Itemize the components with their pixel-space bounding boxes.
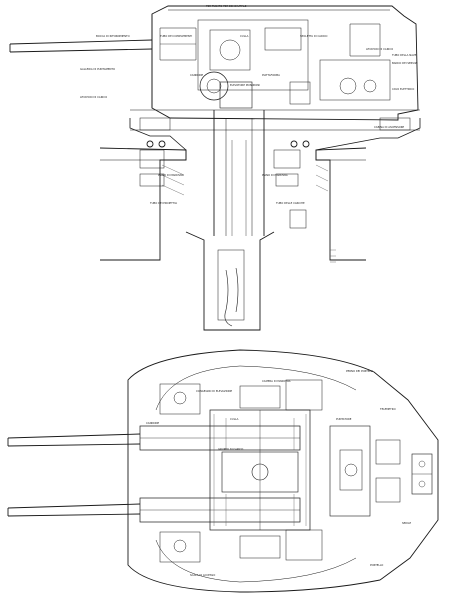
label-upper-left: BOCCA DI RIFORNIMENTO [96,34,130,38]
label-plan-mid-1: CULLA [230,417,239,421]
turret-icon [151,5,419,121]
label-plan-mid-2: GRUPPO DI CARICO [218,447,243,451]
label-mid-1: CANNONE [190,73,203,77]
plan-labels: PERNO DEI PORTELLI CAMERA DI MANOVRA CON… [146,369,411,577]
label-upper-right-1: SPOLETTA DI CARICO [300,34,327,38]
label-mid-2: PIATTAFORMA [262,73,280,77]
roller-left [146,140,166,148]
label-plan-bottom-1: SCALA DI ACCESSO [190,573,215,577]
label-right-lower: CABINA DI ASCENSORE [374,125,405,129]
label-plan-top-2: CAMERA DI MANOVRA [262,379,291,383]
label-right-2: BANCO DEI SERVIZI [392,61,418,65]
label-left-1: GALLERIA DI PUNTAMENTO [80,67,115,71]
elevation-view [9,5,421,331]
barrel-icon [7,433,141,447]
label-plan-right-2: TELEMETRO [380,407,396,411]
label-left-2: LEVATOIO DI CARICO [80,95,107,99]
roller-right [290,140,310,148]
label-plan-right-3: SEDILE [402,521,411,525]
turret-icon [127,349,439,593]
barrel-icon [9,39,153,53]
label-lower-right-1: PIANO DI MANOVRA [262,173,288,177]
label-right-1: TUBO DELLA NAVE [392,53,417,57]
label-plan-left-2: CANNONE [146,421,159,425]
label-center-1: ELEVATORE MUNIZIONI [230,83,260,87]
label-plan-right-1: PUNTATORE [336,417,352,421]
label-lower-right-2: TUBO DELLE CARICHE [276,201,305,205]
barrel-icon [7,503,141,517]
label-right-3: CAVO ELETTRICO [392,87,414,91]
elevation-labels: PER TUBATO PER DEI CAVITALE BOCCA DI RIF… [80,4,418,205]
label-plan-left-1: CONGEGNO DI ELEVAZIONE [196,389,232,393]
label-upper-right-2: LEVATOIO DI CARICO [366,47,393,51]
label-upper-mid-1: TUBO DEI COMPLEMENTI [160,34,192,38]
label-plan-top-1: PERNO DEI PORTELLI [346,369,373,373]
label-plan-bottom-2: PORTELLO [370,563,383,567]
label-lower-left-2: TUBO DEI PROIETTILI [150,201,177,205]
label-lower-left-1: PIANO DI MANOVRA [158,173,184,177]
label-top-center: PER TUBATO PER DEI CAVITALE [206,4,247,8]
plan-view [7,349,439,593]
label-upper-mid-2: CULLA [240,34,249,38]
